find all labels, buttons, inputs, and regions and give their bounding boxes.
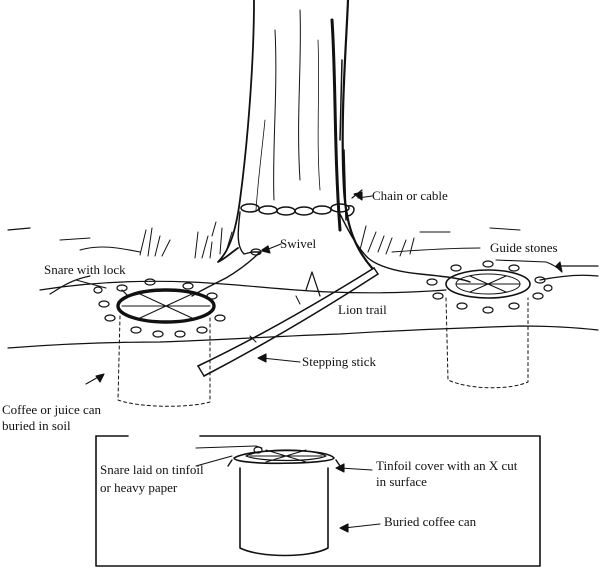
label-snare-with-lock: Snare with lock [44,262,126,277]
chain-links [240,189,363,217]
tree-trunk [217,0,374,270]
right-snare-set [426,260,553,389]
inset-box [95,435,541,567]
label-tinfoil-line2: in surface [376,474,427,489]
label-swivel: Swivel [280,236,317,251]
label-can-line2: buried in soil [2,418,71,433]
stepping-stick [197,267,379,377]
label-stepping-stick: Stepping stick [302,354,377,369]
grass-tufts [59,221,521,259]
label-buried-coffee-can: Buried coffee can [384,514,477,529]
label-guide-stones: Guide stones [490,240,558,255]
label-tinfoil-line1: Tinfoil cover with an X cut [376,458,518,473]
label-can-line1: Coffee or juice can [2,402,102,417]
inset-coffee-can [195,445,341,557]
pointer-lines [75,191,563,533]
label-lion-trail: Lion trail [338,302,387,317]
cable-right [339,213,471,283]
left-snare-set [93,278,226,407]
label-chain-or-cable: Chain or cable [372,188,448,203]
cable-left [191,211,261,297]
label-snare-paper-line1: Snare laid on tinfoil [100,462,204,477]
lion-trail [7,227,599,349]
label-snare-paper-line2: or heavy paper [100,480,178,495]
